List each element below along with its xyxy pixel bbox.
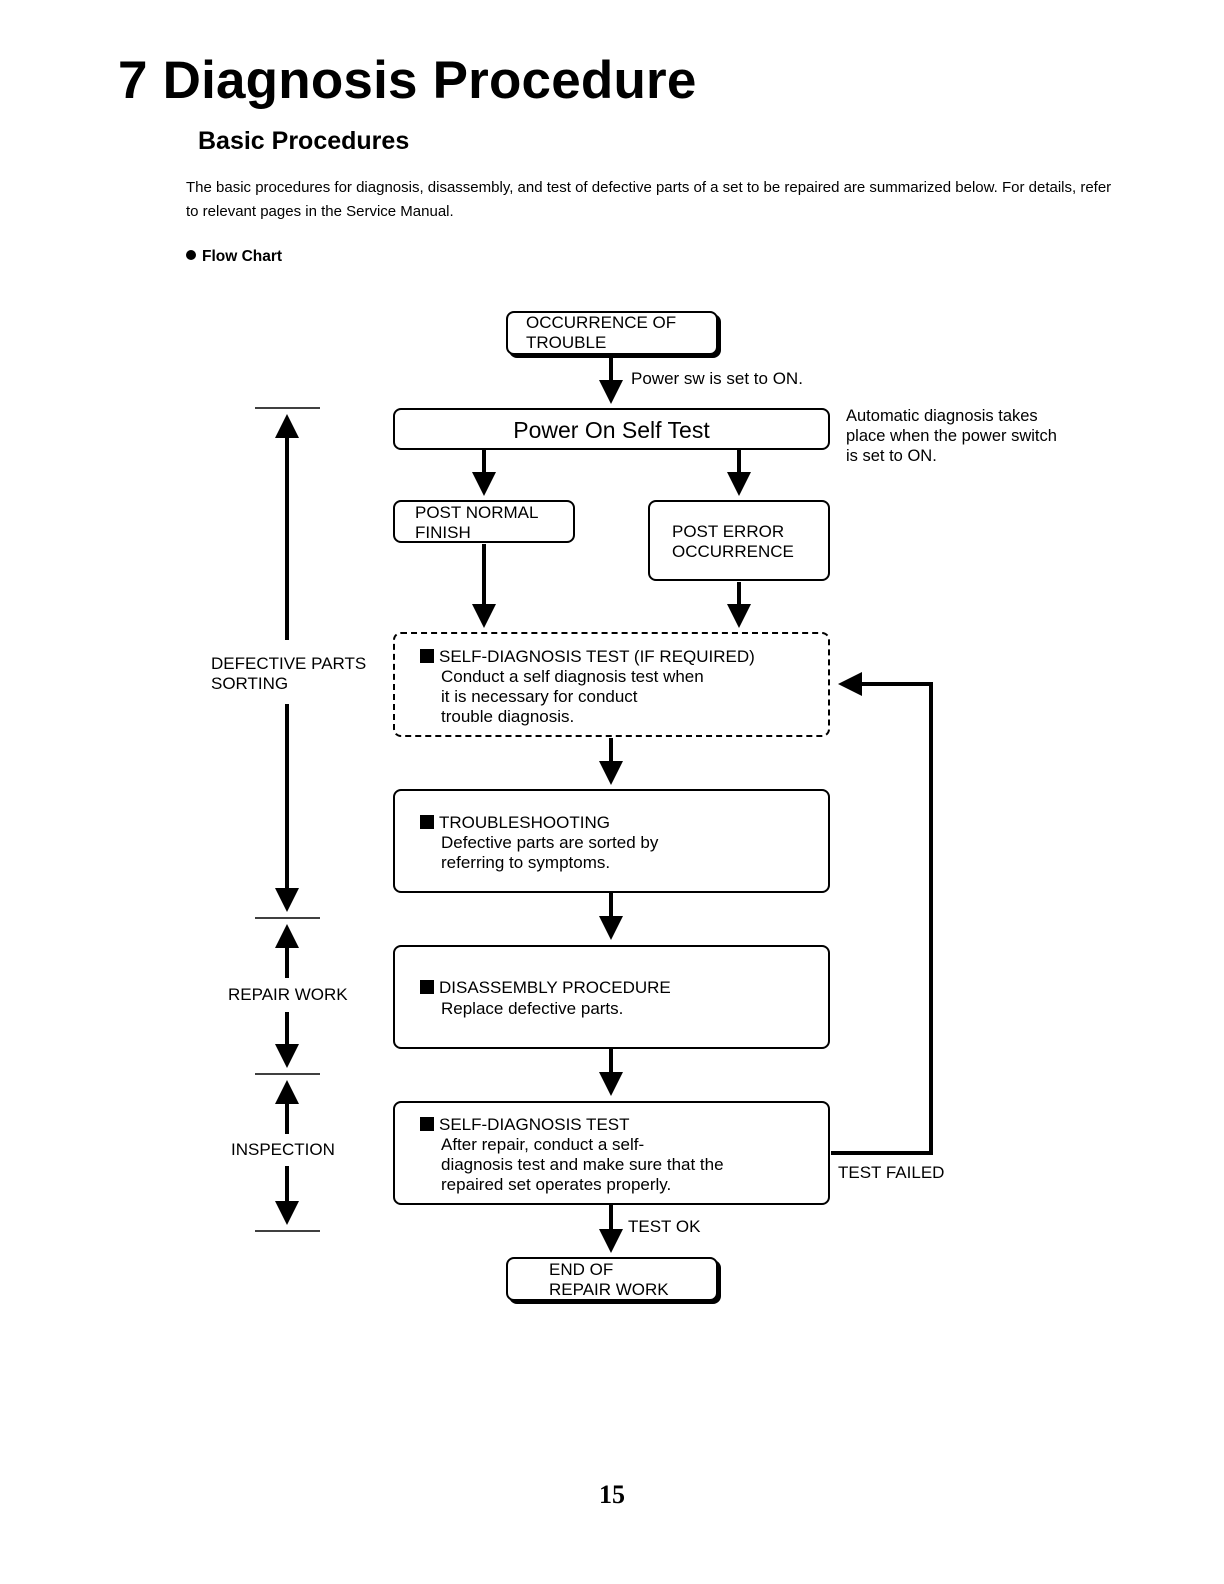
end-box: END OF REPAIR WORK (506, 1257, 718, 1301)
post-note: Automatic diagnosis takes place when the… (846, 407, 1057, 465)
disassembly-heading: DISASSEMBLY PROCEDURE (420, 978, 671, 998)
self-test-body: After repair, conduct a self- diagnosis … (441, 1135, 724, 1194)
end-text: END OF REPAIR WORK (549, 1260, 669, 1299)
disassembly-box: DISASSEMBLY PROCEDURE Replace defective … (393, 945, 830, 1049)
page-title: 7 Diagnosis Procedure (118, 51, 697, 110)
post-normal-box: POST NORMAL FINISH (393, 500, 575, 543)
phase-repair-label: REPAIR WORK (228, 985, 348, 1005)
troubleshooting-body: Defective parts are sorted by referring … (441, 833, 659, 872)
page-number: 15 (599, 1480, 625, 1509)
self-diagnosis-box: SELF-DIAGNOSIS TEST (IF REQUIRED) Conduc… (393, 632, 830, 737)
disassembly-heading-text: DISASSEMBLY PROCEDURE (439, 978, 671, 997)
disassembly-body: Replace defective parts. (441, 999, 624, 1018)
bullet-icon (186, 250, 196, 260)
self-diagnosis-heading: SELF-DIAGNOSIS TEST (IF REQUIRED) (420, 647, 755, 667)
phase-inspection-label: INSPECTION (231, 1140, 335, 1160)
square-bullet-icon (420, 649, 434, 663)
troubleshooting-heading: TROUBLESHOOTING (420, 813, 610, 833)
self-test-box: SELF-DIAGNOSIS TEST After repair, conduc… (393, 1101, 830, 1205)
start-box: OCCURRENCE OF TROUBLE (506, 311, 718, 355)
troubleshooting-box: TROUBLESHOOTING Defective parts are sort… (393, 789, 830, 893)
power-on-label: Power sw is set to ON. (631, 369, 803, 388)
troubleshooting-heading-text: TROUBLESHOOTING (439, 813, 610, 832)
self-test-heading: SELF-DIAGNOSIS TEST (420, 1115, 630, 1135)
post-box: Power On Self Test (393, 408, 830, 450)
flow-chart-heading-text: Flow Chart (202, 248, 283, 265)
post-text: Power On Self Test (513, 417, 710, 443)
arrow-test-failed-loop (831, 672, 933, 1155)
self-test-heading-text: SELF-DIAGNOSIS TEST (439, 1115, 630, 1134)
test-ok-label: TEST OK (628, 1217, 701, 1236)
post-normal-text: POST NORMAL FINISH (415, 503, 539, 542)
phase-defective-label: DEFECTIVE PARTS SORTING (211, 654, 381, 694)
flow-chart-heading: Flow Chart (186, 248, 282, 266)
post-error-box: POST ERROR OCCURRENCE (648, 500, 830, 581)
square-bullet-icon (420, 815, 434, 829)
self-diagnosis-heading-text: SELF-DIAGNOSIS TEST (IF REQUIRED) (439, 647, 755, 666)
test-failed-label: TEST FAILED (838, 1163, 945, 1182)
self-diagnosis-body: Conduct a self diagnosis test when it is… (441, 667, 704, 726)
post-error-text: POST ERROR OCCURRENCE (672, 522, 794, 561)
square-bullet-icon (420, 980, 434, 994)
section-subtitle: Basic Procedures (198, 127, 410, 155)
start-text: OCCURRENCE OF TROUBLE (526, 313, 677, 352)
square-bullet-icon (420, 1117, 434, 1131)
intro-paragraph: The basic procedures for diagnosis, disa… (186, 179, 1112, 220)
